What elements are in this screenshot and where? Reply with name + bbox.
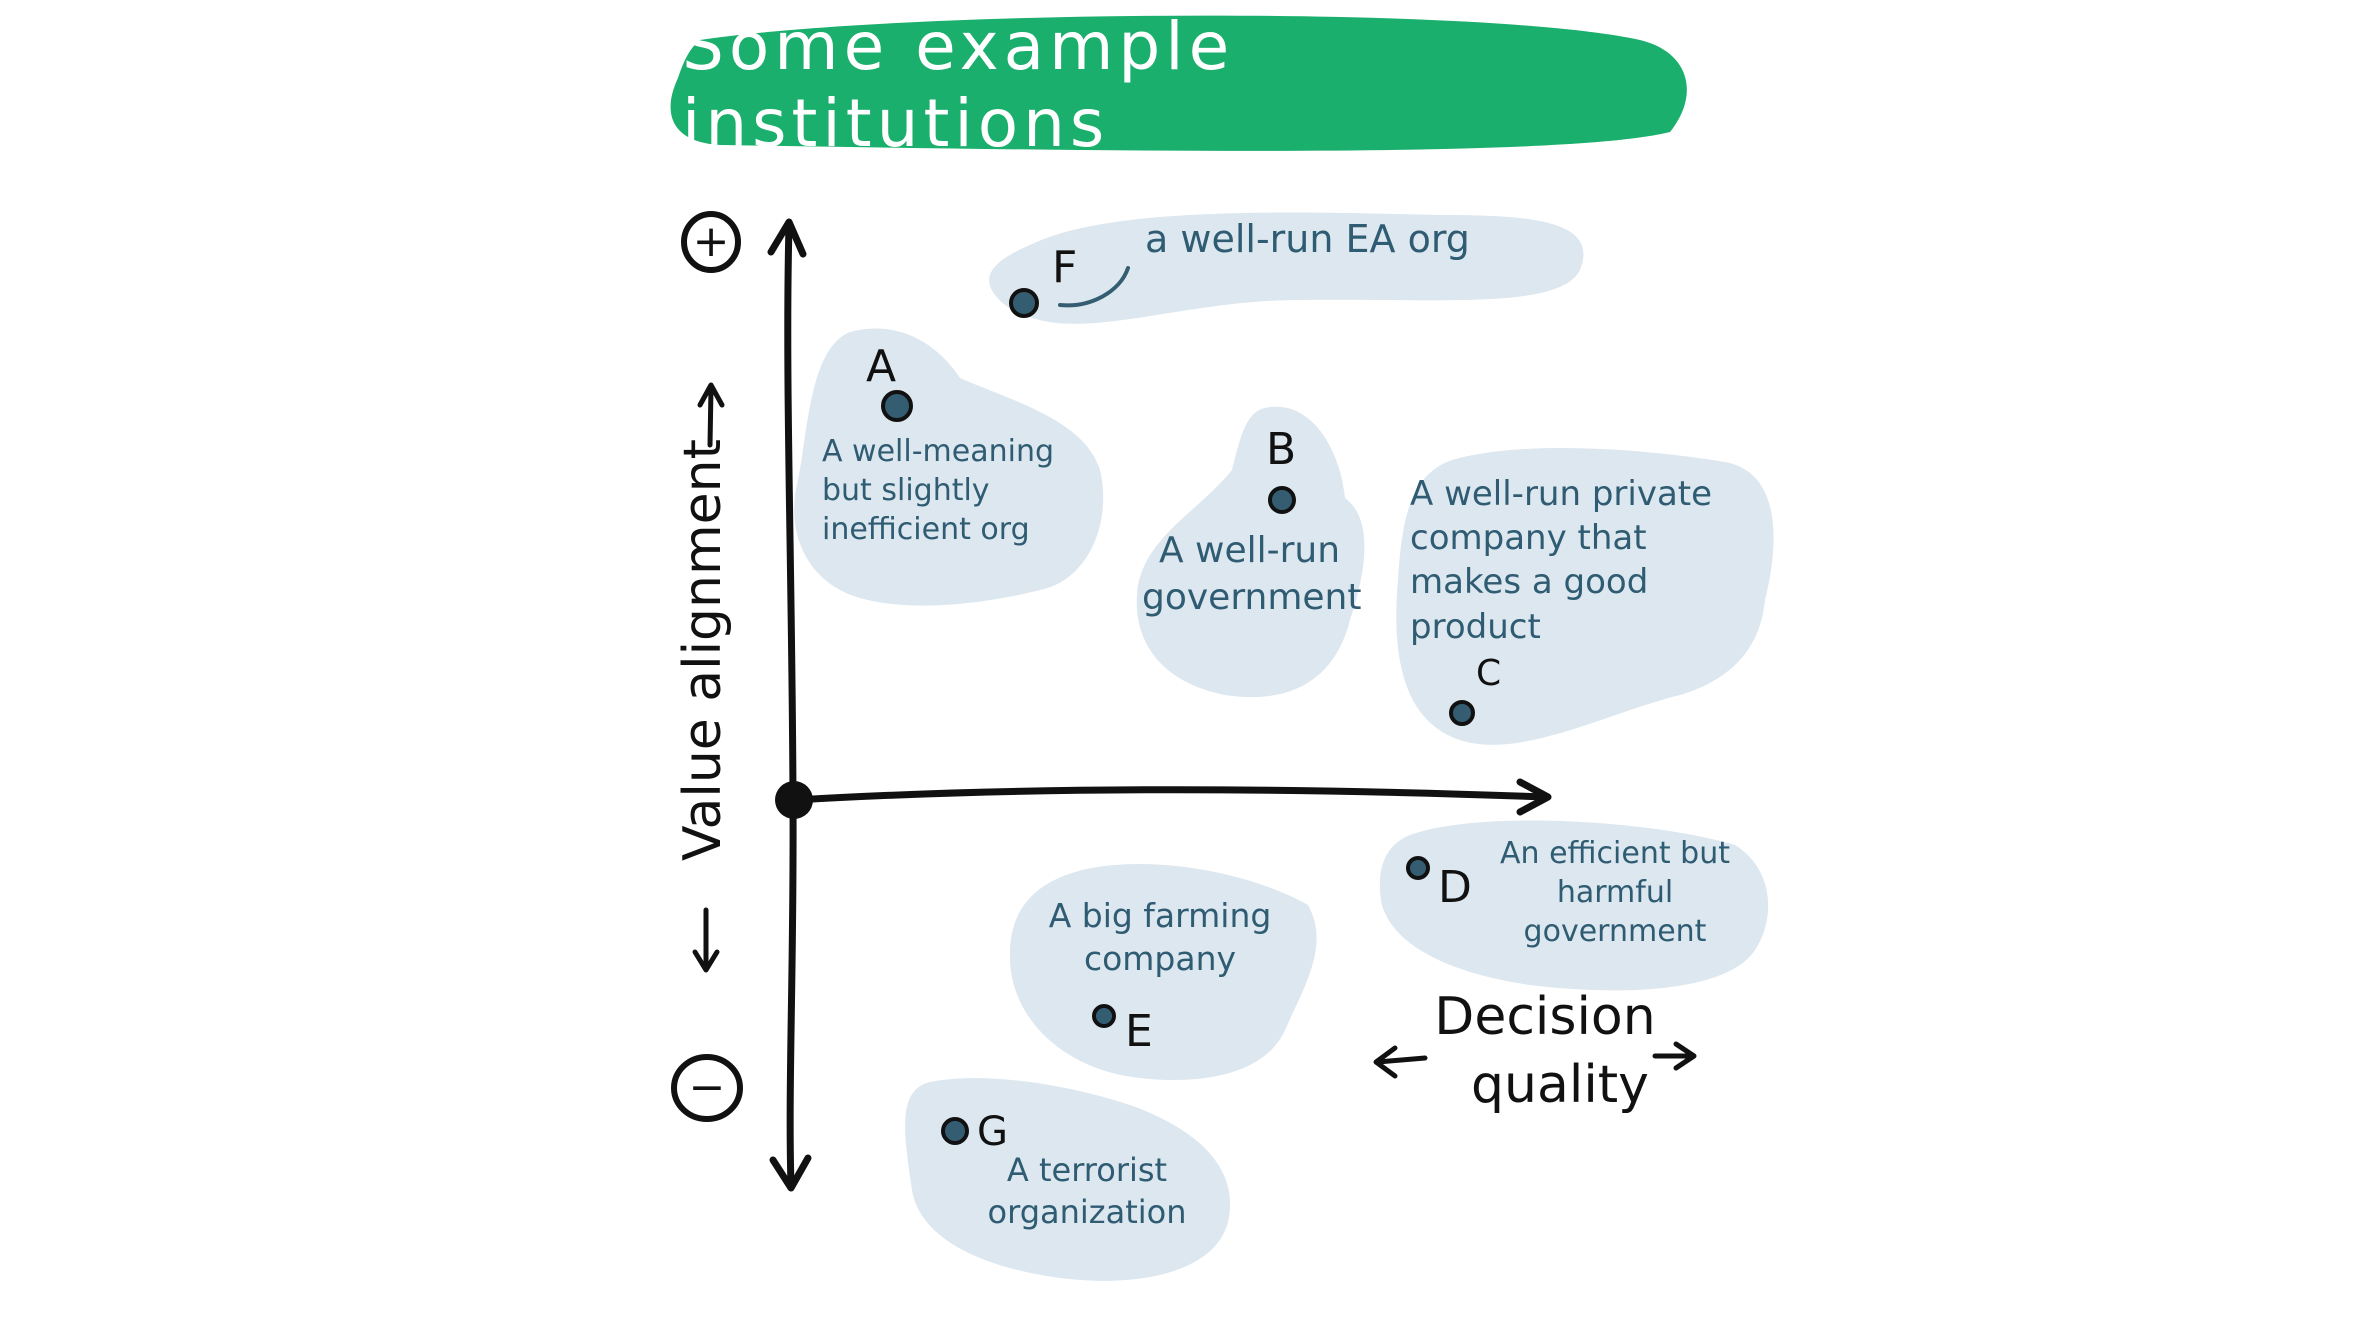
description-a: A well-meaning but slightly inefficient …: [822, 434, 1055, 547]
origin-dot: [775, 781, 813, 819]
title-banner: [670, 15, 1687, 151]
x-label-arrow-left: [1373, 1045, 1428, 1079]
dot-b: [1268, 486, 1296, 514]
dot-e: [1092, 1004, 1116, 1028]
x-axis-label-line2: quality: [1471, 1055, 1649, 1115]
blob-e: [1009, 864, 1317, 1081]
plus-circle: [681, 211, 741, 273]
f-connector-stroke: [1058, 266, 1130, 308]
x-axis-arrow-right: [1516, 778, 1552, 816]
description-g: A terrorist organization: [987, 1151, 1187, 1231]
label-a: A: [866, 341, 897, 392]
minus-circle: [671, 1054, 743, 1122]
description-c: A well-run private company that makes a …: [1410, 474, 1713, 647]
diagram-title: Some example institutions: [682, 8, 1235, 162]
dot-d: [1406, 856, 1430, 880]
dot-c: [1449, 700, 1475, 726]
y-label-arrow-up: [697, 382, 725, 448]
blob-f: [989, 212, 1584, 324]
dot-f: [1009, 288, 1039, 318]
description-e: A big farming company: [1048, 896, 1272, 978]
description-f: a well-run EA org: [1145, 217, 1470, 261]
label-b: B: [1266, 424, 1297, 475]
y-axis-label: Value alignment: [673, 438, 733, 862]
y-axis-arrow-up: [767, 218, 807, 258]
x-axis-line: [791, 786, 1549, 804]
blob-g: [905, 1078, 1231, 1281]
minus-sign: −: [688, 1062, 726, 1113]
plus-sign: +: [692, 216, 730, 267]
dot-g: [941, 1117, 969, 1145]
label-f: F: [1052, 242, 1078, 293]
label-g: G: [977, 1109, 1008, 1155]
description-b: A well-run government: [1142, 530, 1362, 618]
dot-a: [881, 390, 913, 422]
label-d: D: [1438, 862, 1472, 913]
label-c: C: [1476, 653, 1502, 694]
blob-b: [1136, 406, 1365, 698]
blob-d: [1379, 820, 1769, 991]
description-d: An efficient but harmful government: [1500, 836, 1730, 949]
x-axis-label-line1: Decision: [1434, 987, 1656, 1047]
y-axis-arrow-down: [769, 1154, 812, 1192]
blob-c: [1396, 447, 1774, 745]
blob-a: [794, 328, 1104, 606]
y-axis-line: [784, 221, 797, 1189]
x-label-arrow-right: [1652, 1041, 1697, 1071]
label-e: E: [1125, 1006, 1153, 1057]
y-label-arrow-down: [692, 907, 720, 973]
